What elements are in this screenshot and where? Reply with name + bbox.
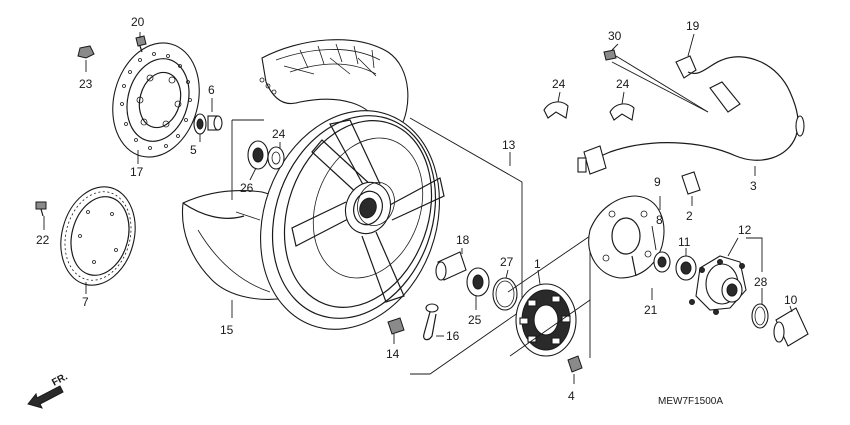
label-part-6: 6 (208, 83, 215, 97)
front-direction-label: FR. (50, 371, 70, 388)
final-driven-hub (689, 255, 747, 315)
label-part-23: 23 (79, 77, 93, 91)
wheel-damper (515, 283, 577, 357)
label-part-9: 9 (654, 175, 661, 189)
label-part-17: 17 (130, 165, 144, 179)
label-part-22: 22 (36, 233, 50, 247)
speed-sensor (577, 55, 805, 175)
label-part-25: 24 (272, 127, 286, 141)
cord-clip-1 (543, 101, 569, 119)
label-part-24-left: 24 (552, 77, 566, 91)
label-part-19: 19 (686, 19, 700, 33)
pulser-ring (60, 186, 136, 286)
sensor-bolt (603, 49, 617, 61)
brake-disc (112, 42, 200, 158)
label-part-2: 2 (686, 209, 693, 223)
hub-o-ring (751, 303, 769, 329)
label-part-16: 16 (446, 329, 460, 343)
rear-wheel (260, 110, 445, 330)
label-part-15: 15 (220, 323, 234, 337)
dust-seal (193, 113, 207, 135)
label-part-5: 5 (190, 143, 197, 157)
label-part-26: 25 (468, 313, 482, 327)
label-part-13: 13 (502, 138, 516, 152)
side-seal (653, 251, 671, 273)
axle-collar (773, 307, 809, 347)
label-part-10: 10 (784, 293, 798, 307)
label-part-4: 4 (568, 389, 575, 403)
diagram-code: MEW7F1500A (658, 396, 723, 407)
label-part-24-right: 24 (616, 77, 630, 91)
distance-collar (435, 251, 467, 281)
tire (259, 39, 409, 129)
hub-bearing (675, 255, 697, 281)
pulser-bolt (35, 201, 47, 217)
sprocket-flange-plate (588, 195, 665, 279)
label-part-29: 28 (754, 275, 768, 289)
part-labels: 20 23 17 22 7 5 6 26 24 15 13 18 25 27 1… (36, 15, 798, 403)
o-ring (492, 277, 518, 311)
label-part-28: 27 (500, 255, 514, 269)
label-part-21: 21 (644, 303, 658, 317)
clip (567, 355, 583, 373)
label-part-27: 26 (240, 181, 254, 195)
flange-bolt (631, 255, 637, 277)
label-part-7: 7 (82, 295, 89, 309)
label-part-20: 20 (131, 15, 145, 29)
cord-clip-2 (609, 103, 635, 121)
label-part-11: 11 (678, 235, 691, 249)
air-valve (423, 303, 439, 341)
seal-left (267, 146, 285, 170)
label-part-8: 8 (656, 213, 663, 227)
leader-lines (43, 32, 793, 384)
label-part-12: 12 (738, 223, 752, 237)
disc-bolt (135, 35, 147, 53)
clamp (387, 317, 405, 335)
label-part-1: 1 (534, 257, 541, 271)
bearing-right (466, 267, 490, 297)
label-part-3: 3 (750, 179, 757, 193)
disc-nut (77, 45, 95, 59)
front-direction-arrow: FR. (27, 371, 70, 409)
collar (207, 115, 223, 131)
label-part-14: 14 (386, 347, 400, 361)
cord-clip-3 (681, 171, 701, 195)
label-part-18: 18 (456, 233, 470, 247)
label-part-30: 30 (608, 29, 622, 43)
bearing-left (247, 140, 269, 170)
